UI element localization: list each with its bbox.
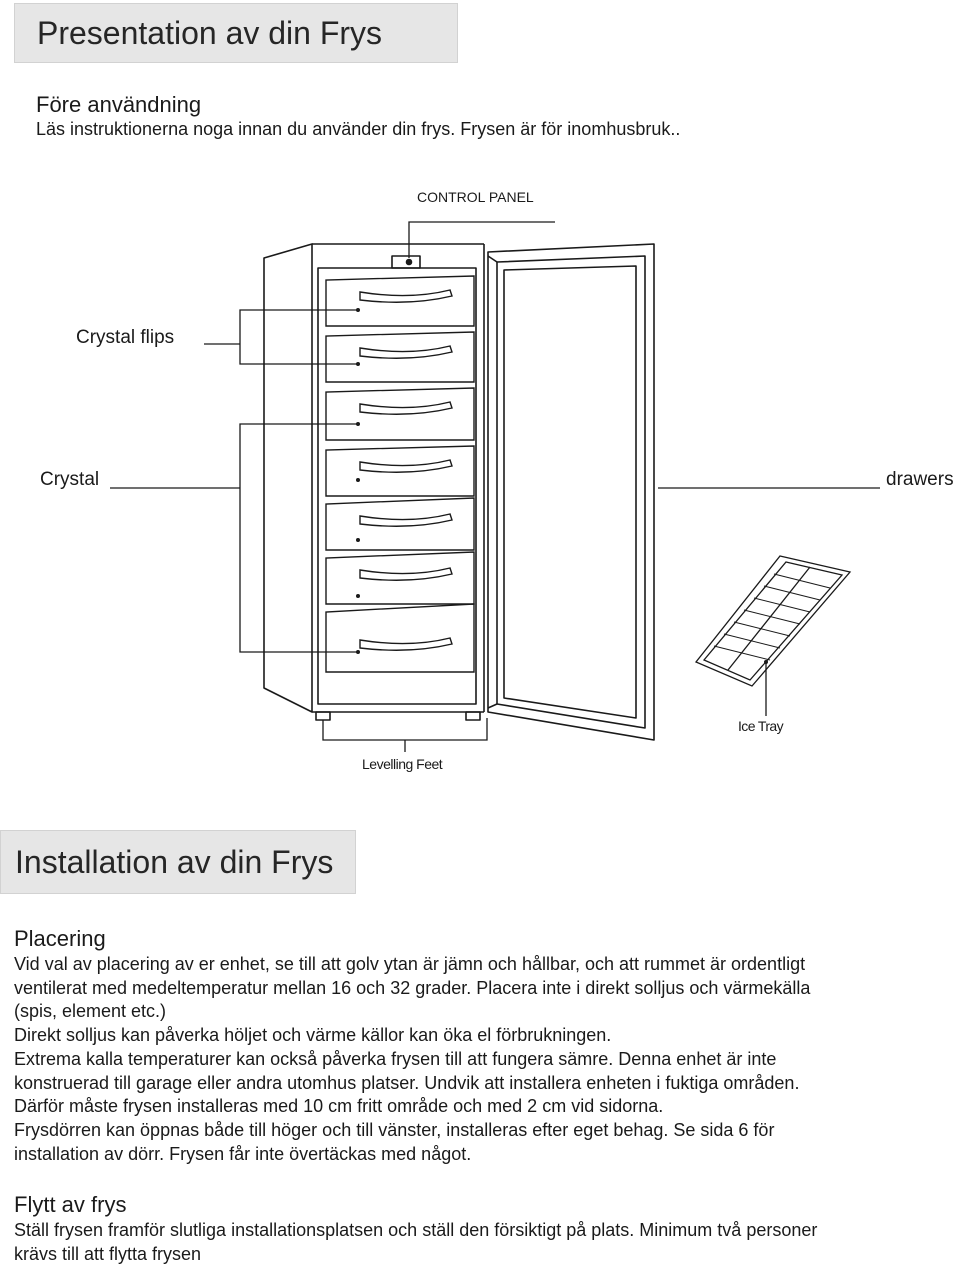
- drawer: [325, 331, 475, 383]
- text-line: konstruerad till garage eller andra utom…: [14, 1072, 800, 1093]
- ice-tray: [694, 555, 852, 687]
- intro-text: Läs instruktionerna noga innan du använd…: [36, 119, 681, 139]
- freezer-diagram: [110, 221, 880, 752]
- text-line: installation av dörr. Frysen får inte öv…: [14, 1143, 472, 1164]
- subheading-fore-anvandning: Före användning: [36, 92, 202, 117]
- label-drawers: drawers: [886, 469, 954, 490]
- drawers-group: [325, 275, 475, 673]
- section-title: Installation av din Frys: [15, 843, 334, 880]
- text-line: krävs till att flytta frysen: [14, 1243, 202, 1264]
- drawer: [325, 497, 475, 551]
- section-title: Presentation av din Frys: [37, 14, 383, 51]
- leader-dots: [356, 308, 768, 664]
- label-levelling-feet: Levelling Feet: [362, 756, 443, 772]
- text-line: Vid val av placering av er enhet, se til…: [14, 954, 806, 974]
- placering-text: Vid val av placering av er enhet, se til…: [14, 953, 954, 1166]
- section-header-installation: Installation av din Frys: [0, 830, 356, 894]
- label-ice-tray: Ice Tray: [738, 718, 784, 734]
- subheading-placering: Placering: [14, 926, 106, 951]
- drawer: [325, 275, 475, 327]
- drawer: [325, 387, 475, 441]
- text-line: Därför måste frysen installeras med 10 c…: [14, 1096, 664, 1117]
- drawer: [325, 603, 475, 673]
- text-line: ventilerat med medeltemperatur mellan 16…: [14, 977, 811, 998]
- drawer: [325, 445, 475, 497]
- text-line: Direkt solljus kan påverka höljet och vä…: [14, 1025, 612, 1046]
- flytt-text: Ställ frysen framför slutliga installati…: [14, 1219, 954, 1266]
- control-panel-box: [391, 255, 421, 269]
- subheading-flytt: Flytt av frys: [14, 1192, 127, 1217]
- freezer-body: [263, 243, 655, 741]
- text-line: Ställ frysen framför slutliga installati…: [14, 1220, 818, 1240]
- label-crystal-flips: Crystal flips: [76, 327, 175, 348]
- label-crystal: Crystal: [40, 469, 100, 490]
- drawer: [325, 551, 475, 605]
- leader-lines: [110, 221, 880, 752]
- section-header-presentation: Presentation av din Frys: [14, 3, 458, 63]
- text-line: Extrema kalla temperaturer kan också påv…: [14, 1048, 777, 1069]
- text-line: (spis, element etc.): [14, 1001, 167, 1022]
- text-line: Frysdörren kan öppnas både till höger oc…: [14, 1119, 775, 1140]
- label-control-panel: CONTROL PANEL: [417, 189, 534, 205]
